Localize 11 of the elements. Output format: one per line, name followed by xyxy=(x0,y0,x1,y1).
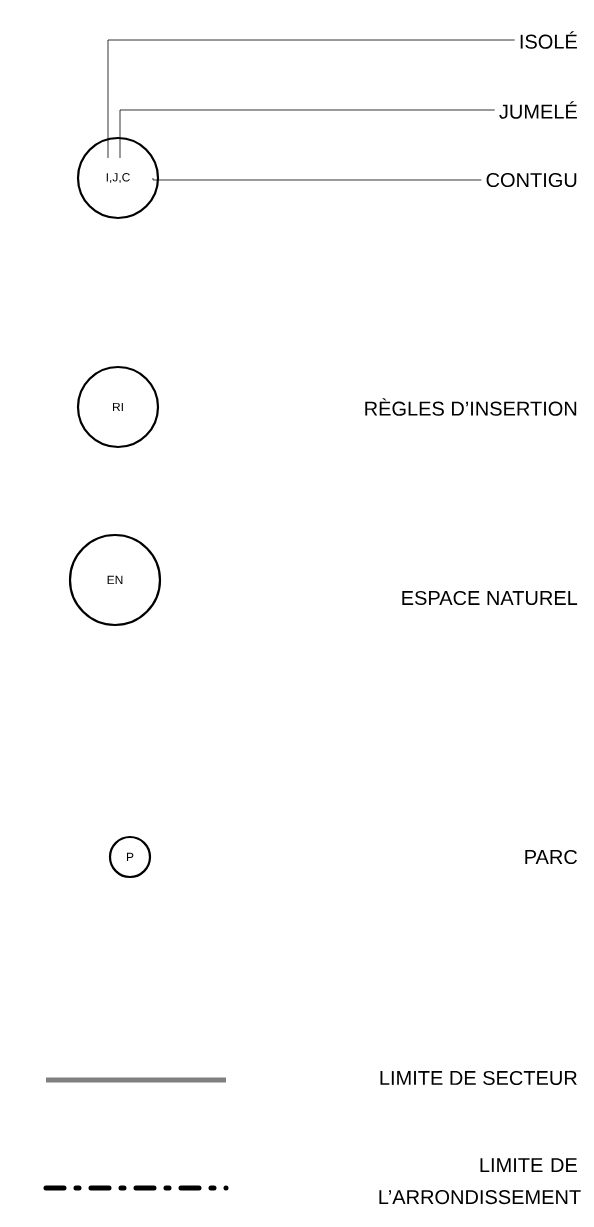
legend-text: CONTIGU xyxy=(486,172,577,188)
legend-text: RÈGLES D’INSERTION xyxy=(365,398,577,416)
legend-text: LIMITE DE L’ARRONDISSEMENT xyxy=(379,1158,581,1205)
leader-line xyxy=(107,39,516,159)
legend-text: PARC xyxy=(525,849,578,865)
legend-text: JUMELÉ xyxy=(499,101,577,119)
leader-line xyxy=(119,109,496,159)
leader-line xyxy=(152,177,482,181)
legend-text: ESPACE NATUREL xyxy=(402,590,578,606)
legend-text: ISOLÉ xyxy=(520,31,577,49)
legend-text: LIMITE DE SECTEUR xyxy=(380,1070,577,1086)
